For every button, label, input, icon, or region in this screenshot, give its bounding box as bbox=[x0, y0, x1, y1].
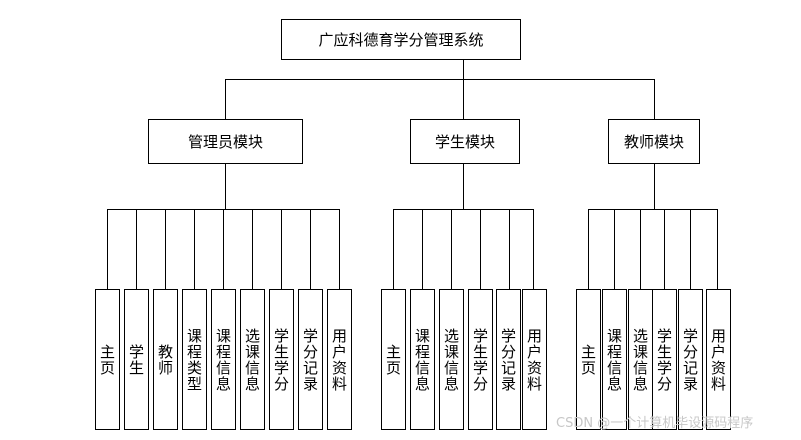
root-title: 广应科德育学分管理系统 bbox=[318, 31, 484, 49]
student-leaf-course-info: 课程信息 bbox=[410, 289, 435, 430]
admin-leaf-student-credit: 学生学分 bbox=[269, 289, 294, 430]
teacher-leaf-student-credit: 学生学分 bbox=[652, 289, 677, 430]
admin-leaf-student: 学生 bbox=[124, 289, 149, 430]
admin-leaf-selection-info: 选课信息 bbox=[240, 289, 265, 430]
root-node: 广应科德育学分管理系统 bbox=[281, 19, 521, 60]
student-leaf-credit-record: 学分记录 bbox=[496, 289, 521, 430]
student-leaf-selection-info: 选课信息 bbox=[439, 289, 464, 430]
admin-leaf-home: 主页 bbox=[95, 289, 120, 430]
module-student-label: 学生模块 bbox=[434, 133, 495, 151]
admin-leaf-course-info: 课程信息 bbox=[211, 289, 236, 430]
teacher-leaf-course-info: 课程信息 bbox=[602, 289, 627, 430]
teacher-leaf-selection-info: 选课信息 bbox=[628, 289, 653, 430]
admin-leaf-course-type: 课程类型 bbox=[182, 289, 207, 430]
teacher-leaf-home: 主页 bbox=[576, 289, 601, 430]
admin-leaf-credit-record: 学分记录 bbox=[298, 289, 323, 430]
module-teacher-label: 教师模块 bbox=[623, 133, 684, 151]
student-leaf-student-credit: 学生学分 bbox=[468, 289, 493, 430]
admin-leaf-user-profile: 用户资料 bbox=[327, 289, 352, 430]
admin-leaf-teacher: 教师 bbox=[153, 289, 178, 430]
student-leaf-user-profile: 用户资料 bbox=[522, 289, 547, 430]
module-student: 学生模块 bbox=[410, 119, 520, 164]
teacher-leaf-credit-record: 学分记录 bbox=[678, 289, 703, 430]
student-leaf-home: 主页 bbox=[381, 289, 406, 430]
module-admin: 管理员模块 bbox=[148, 119, 303, 164]
module-teacher: 教师模块 bbox=[608, 119, 700, 164]
watermark-text: CSDN @一个计算机毕设源码程序 bbox=[556, 416, 754, 431]
teacher-leaf-user-profile: 用户资料 bbox=[706, 289, 731, 430]
module-admin-label: 管理员模块 bbox=[187, 133, 263, 151]
